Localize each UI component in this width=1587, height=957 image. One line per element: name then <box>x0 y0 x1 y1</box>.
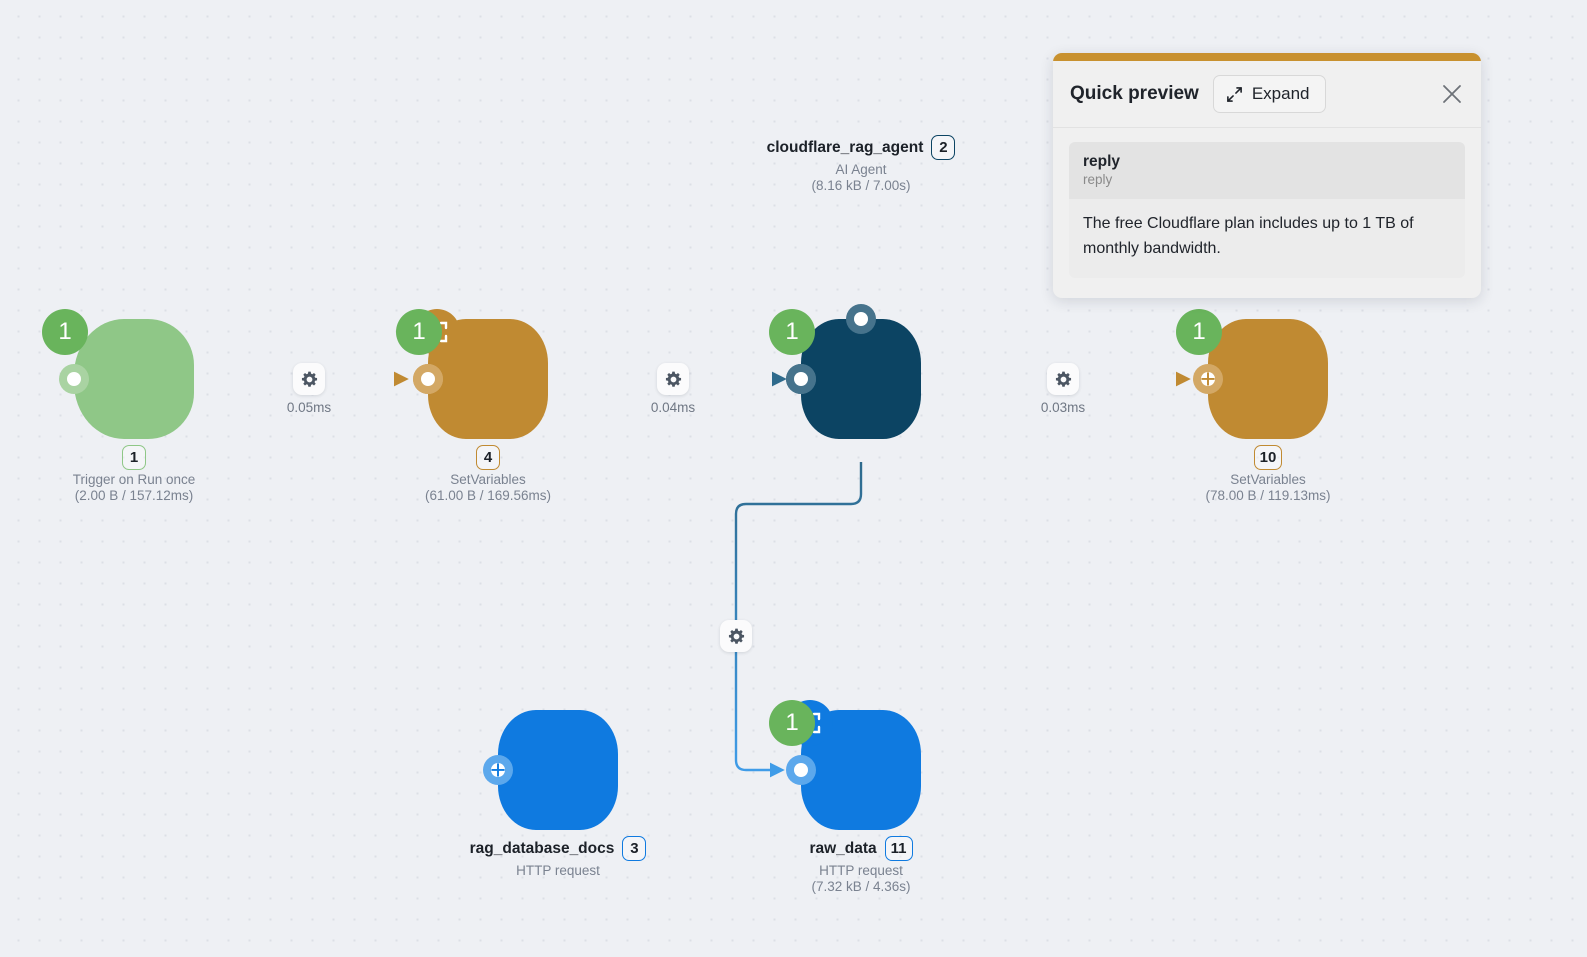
node-name-text: raw_data <box>809 839 877 857</box>
node-stats-text: (7.32 kB / 4.36s) <box>811 879 911 894</box>
port-agent-tool-output[interactable] <box>846 304 876 334</box>
port-setvariables-10-input[interactable] <box>1193 364 1223 394</box>
run-count-badge: 1 <box>769 700 815 746</box>
port-rag-database-docs-input[interactable] <box>483 755 513 785</box>
port-agent-output[interactable] <box>786 364 816 394</box>
node-subtitle-text: HTTP request <box>819 863 903 878</box>
edge-time-2: 0.04ms <box>650 400 696 415</box>
node-stats-text: (78.00 B / 119.13ms) <box>1205 488 1331 503</box>
preview-item-key: reply <box>1083 153 1121 170</box>
quick-preview-panel[interactable]: Quick preview Expand reply reply <box>1053 53 1481 298</box>
port-rag-database-docs-add[interactable]: + <box>490 754 506 785</box>
port-trigger-output[interactable] <box>59 364 89 394</box>
gear-icon <box>665 371 681 387</box>
node-stats-text: (61.00 B / 169.56ms) <box>424 488 552 503</box>
run-count-badge: 1 <box>396 309 442 355</box>
node-subtitle-text: AI Agent <box>835 162 887 177</box>
node-name-text: cloudflare_rag_agent <box>766 138 924 156</box>
gear-icon <box>301 371 317 387</box>
gear-icon <box>728 628 744 644</box>
node-rag-database-docs-label: rag_database_docs 3 HTTP request <box>408 836 708 878</box>
preview-item-type: reply <box>1083 172 1113 187</box>
node-trigger-body[interactable] <box>74 319 194 439</box>
expand-button-label: Expand <box>1251 84 1310 103</box>
close-button[interactable] <box>1439 81 1465 107</box>
panel-accent-bar <box>1053 53 1481 61</box>
expand-button[interactable]: Expand <box>1212 75 1326 113</box>
node-index-chip: 11 <box>884 836 913 861</box>
panel-title: Quick preview <box>1070 83 1199 104</box>
panel-body: reply reply The free Cloudflare plan inc… <box>1053 128 1481 298</box>
preview-item-header: reply reply <box>1069 142 1465 199</box>
node-stats-text: (2.00 B / 157.12ms) <box>74 488 194 503</box>
preview-item-value: The free Cloudflare plan includes up to … <box>1069 199 1465 278</box>
run-count-badge: 1 <box>769 309 815 355</box>
preview-item: reply reply The free Cloudflare plan inc… <box>1069 142 1465 278</box>
node-name-text: SetVariables <box>450 472 526 487</box>
node-index-chip: 2 <box>931 135 956 160</box>
edge-time-3: 0.03ms <box>1040 400 1086 415</box>
node-trigger-label: 1 Trigger on Run once (2.00 B / 157.12ms… <box>0 445 284 503</box>
edge-settings-button-4[interactable] <box>720 620 752 652</box>
edge-settings-button-2[interactable] <box>657 363 689 395</box>
run-count-badge: 1 <box>42 309 88 355</box>
node-name-text: Trigger on Run once <box>72 472 196 487</box>
node-index-chip: 10 <box>1253 445 1283 470</box>
node-setvariables-4-label: 4 SetVariables (61.00 B / 169.56ms) <box>338 445 638 503</box>
node-rag-database-docs-body[interactable] <box>498 710 618 830</box>
run-count-badge: 1 <box>1176 309 1222 355</box>
port-setvariables-4-output[interactable] <box>413 364 443 394</box>
port-setvariables-10-add[interactable]: + <box>1200 363 1216 394</box>
edge-settings-button-1[interactable] <box>293 363 325 395</box>
close-icon <box>1443 85 1461 103</box>
node-index-chip: 3 <box>622 836 647 861</box>
node-cloudflare-rag-agent-label: cloudflare_rag_agent 2 AI Agent (8.16 kB… <box>711 135 1011 193</box>
node-raw-data-label: raw_data 11 HTTP request (7.32 kB / 4.36… <box>711 836 1011 894</box>
port-raw-data-input[interactable] <box>786 755 816 785</box>
node-stats-text: (8.16 kB / 7.00s) <box>811 178 911 193</box>
node-index-chip: 4 <box>476 445 500 470</box>
panel-header: Quick preview Expand <box>1053 61 1481 128</box>
node-setvariables-10-label: 10 SetVariables (78.00 B / 119.13ms) <box>1118 445 1418 503</box>
node-cloudflare-rag-agent-body[interactable] <box>801 319 921 439</box>
node-subtitle-text: HTTP request <box>516 863 600 878</box>
node-name-text: rag_database_docs <box>469 839 615 857</box>
gear-icon <box>1055 371 1071 387</box>
node-name-text: SetVariables <box>1230 472 1306 487</box>
edge-time-1: 0.05ms <box>286 400 332 415</box>
diagonal-arrows-icon <box>1226 86 1242 102</box>
node-setvariables-10-body[interactable] <box>1208 319 1328 439</box>
edge-settings-button-3[interactable] <box>1047 363 1079 395</box>
node-index-chip: 1 <box>122 445 146 470</box>
